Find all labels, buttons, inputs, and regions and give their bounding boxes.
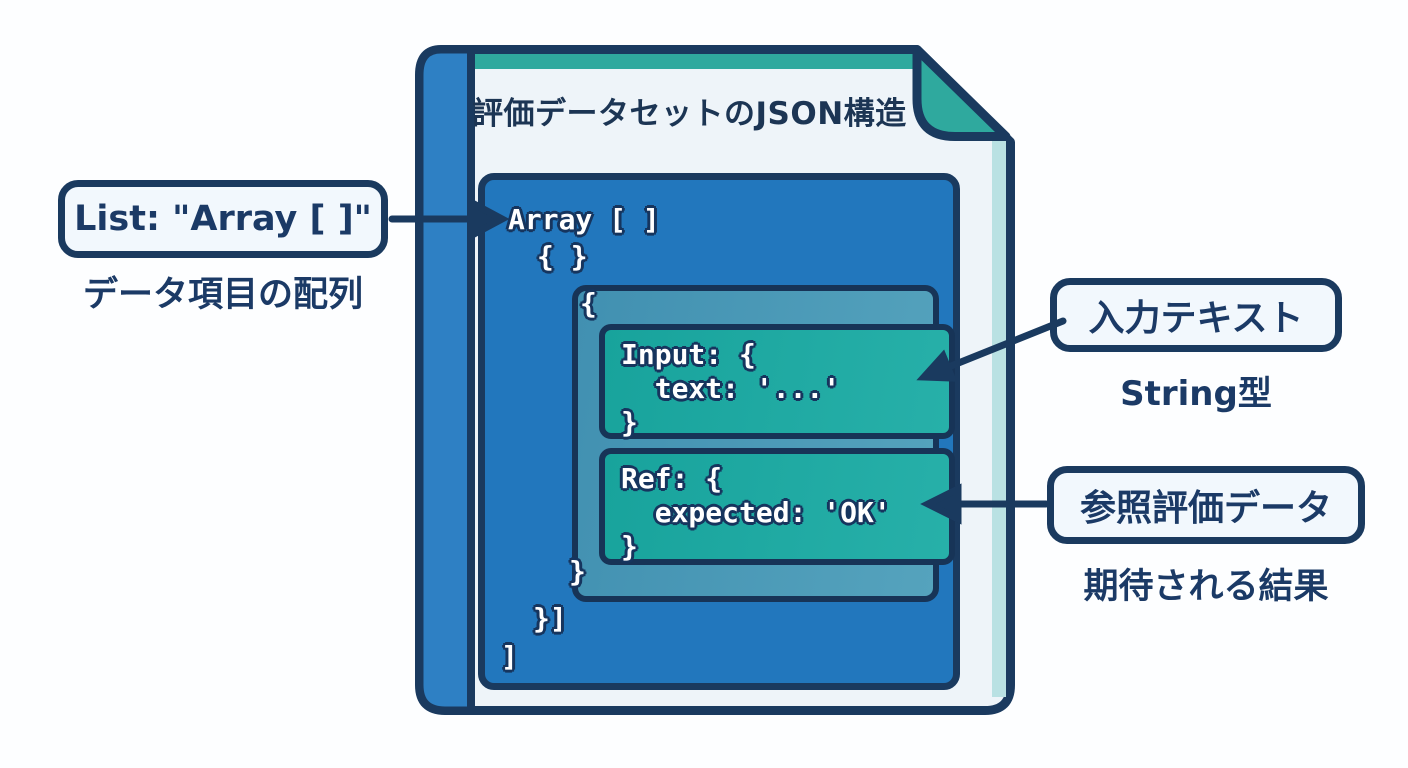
input-annotation-label: 入力テキスト	[1088, 298, 1304, 339]
document-spine	[415, 45, 475, 715]
page-top-teal-strip	[475, 54, 913, 69]
code-input-open: Input: {	[621, 338, 756, 371]
code-object-array-close: }]	[533, 602, 567, 635]
code-item-close: }	[569, 555, 586, 588]
code-array-open: Array [ ]	[508, 203, 660, 236]
ref-annotation-box: 参照評価データ	[1047, 466, 1365, 544]
code-object-hint: { }	[537, 240, 588, 273]
code-ref-body: expected: 'OK'	[621, 496, 891, 529]
list-annotation-label: List: "Array [ ]"	[74, 199, 372, 239]
list-annotation-box: List: "Array [ ]"	[58, 180, 388, 258]
code-array-close: ]	[501, 640, 518, 673]
page-right-teal-strip	[992, 141, 1006, 697]
code-input-body: text: '...'	[621, 372, 841, 405]
folded-corner	[912, 45, 1011, 141]
ref-annotation-caption: 期待される結果	[1083, 567, 1329, 607]
ref-field-box: Ref: { expected: 'OK' }	[599, 448, 955, 565]
code-ref-open: Ref: {	[621, 462, 723, 495]
input-annotation-caption: String型	[1120, 374, 1272, 414]
input-annotation-box: 入力テキスト	[1050, 278, 1342, 352]
json-panel: Array [ ] { } { Input: { text: '...' } R…	[478, 173, 960, 690]
list-annotation-caption: データ項目の配列	[82, 275, 363, 315]
code-input-close: }	[621, 406, 638, 439]
ref-annotation-label: 参照評価データ	[1079, 488, 1332, 529]
document-title: 評価データセットのJSON構造	[472, 96, 907, 132]
code-ref-close: }	[621, 530, 638, 563]
code-item-open: {	[580, 287, 597, 320]
input-field-box: Input: { text: '...' }	[599, 324, 955, 439]
